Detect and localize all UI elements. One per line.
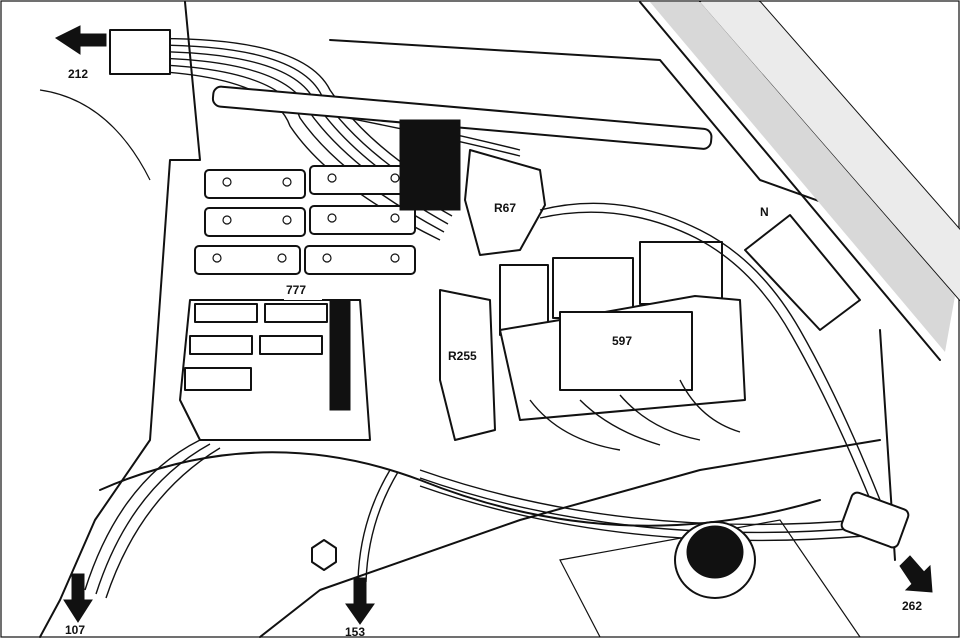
relay-slot-1 xyxy=(194,303,258,323)
relay-slot-5 xyxy=(184,367,252,391)
loom-sleeve-top xyxy=(109,29,171,75)
relay-1 xyxy=(499,264,549,336)
tape-wrap xyxy=(744,214,861,331)
label-777: 777 xyxy=(286,283,306,297)
fuse-2 xyxy=(204,207,306,237)
arrow-212: 212 xyxy=(55,25,107,81)
fuse-6 xyxy=(304,245,416,275)
label-212: 212 xyxy=(68,67,88,81)
relay-slot-2 xyxy=(264,303,328,323)
fuse-block-777: 777 xyxy=(179,165,416,441)
label-153: 153 xyxy=(345,625,365,638)
fuse-block-shadow xyxy=(329,299,351,411)
relay-slot-3 xyxy=(189,335,253,355)
label-262: 262 xyxy=(902,599,922,613)
label-597: 597 xyxy=(612,334,632,348)
fuse-4 xyxy=(309,165,416,195)
wiring-loom-left xyxy=(84,439,221,599)
harness-tape-n: N xyxy=(539,202,881,505)
connector-r255: R255 xyxy=(439,289,496,441)
bolt xyxy=(311,539,337,571)
arrow-262: 262 xyxy=(899,555,933,613)
label-r255: R255 xyxy=(448,349,477,363)
arrow-107: 107 xyxy=(63,573,93,637)
relay-slot-4 xyxy=(259,335,323,355)
wiring-loom-center xyxy=(357,469,399,583)
fuse-3 xyxy=(194,245,301,275)
bonnet-seal-strip xyxy=(639,1,960,361)
relay-block-597: 597 xyxy=(499,241,746,451)
loom-clamp-bar xyxy=(211,85,713,150)
label-n: N xyxy=(760,205,769,219)
connector-r67: R67 xyxy=(399,119,546,256)
fuse-5 xyxy=(309,205,416,235)
label-r67: R67 xyxy=(494,201,516,215)
label-107: 107 xyxy=(65,623,85,637)
connector-r67-body-dark xyxy=(399,119,461,211)
relay-3 xyxy=(639,241,723,305)
grommet-cap xyxy=(674,521,756,599)
loom-sleeve-right xyxy=(840,491,910,549)
wiring-loom-lower xyxy=(419,469,910,549)
wiring-loom-top xyxy=(109,29,713,241)
fuse-1 xyxy=(204,169,306,199)
relay-2 xyxy=(552,257,634,319)
relay-597-main xyxy=(559,311,693,391)
arrow-153: 153 xyxy=(345,577,375,638)
